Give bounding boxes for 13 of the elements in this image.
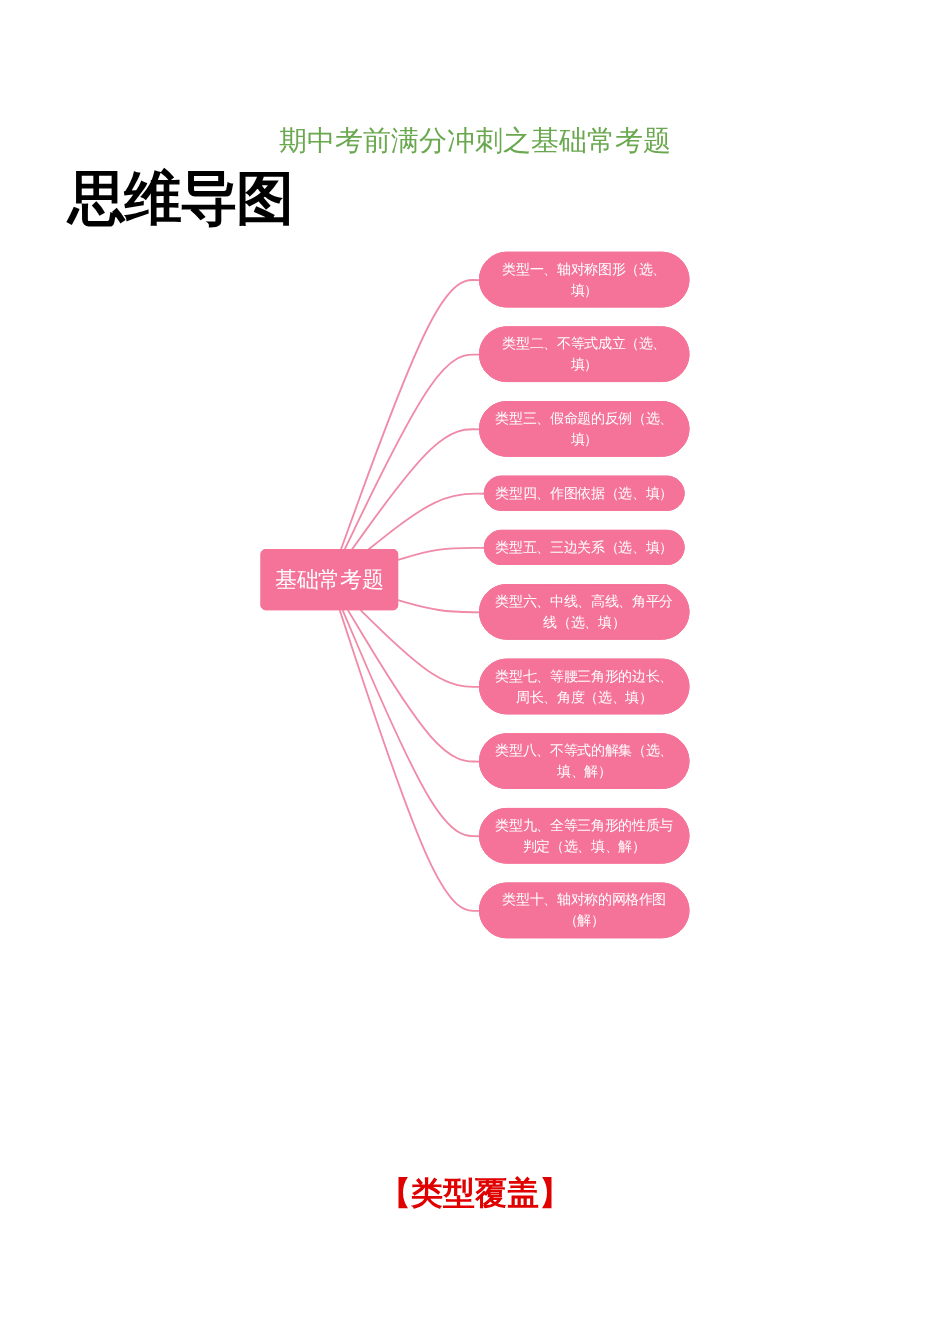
page-title: 期中考前满分冲刺之基础常考题	[278, 123, 672, 159]
connector	[339, 279, 481, 551]
connector	[347, 609, 481, 763]
connector	[397, 546, 486, 561]
connector	[397, 599, 481, 614]
heading: 思维导图	[68, 163, 292, 234]
connector	[359, 609, 481, 688]
footer-heading: 【类型覆盖】	[378, 1173, 572, 1214]
connector	[343, 353, 481, 551]
connector	[366, 492, 486, 551]
connector	[338, 609, 481, 912]
connector	[341, 609, 481, 838]
connector	[350, 428, 481, 551]
